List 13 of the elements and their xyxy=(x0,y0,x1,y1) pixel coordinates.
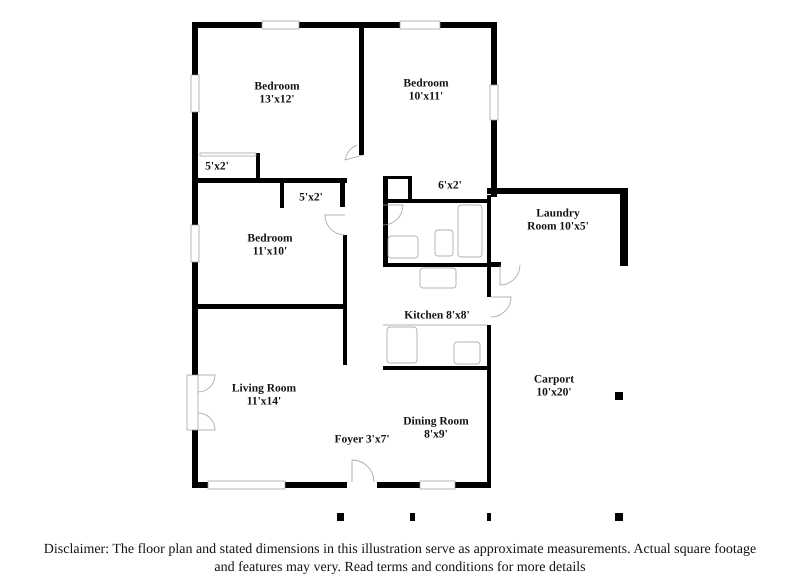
disclaimer-text: Disclaimer: The floor plan and stated dimensions in this illustration serve as approximate measurements. Actual square footage and features may very. Read terms and conditions for more details xyxy=(42,541,758,578)
room-label: Foyer 3'x7' xyxy=(333,434,391,446)
closet-label: 5'x2' xyxy=(298,192,324,204)
room-label: Living Room 11'x14' xyxy=(230,382,298,408)
room-label: Bedroom 10'x11' xyxy=(402,77,450,103)
room-label: Bedroom 11'x10' xyxy=(246,232,294,258)
room-label: Carport 10'x20' xyxy=(532,373,576,399)
closet-label: 5'x2' xyxy=(204,160,230,174)
room-label: Bedroom 13'x12' xyxy=(253,80,301,106)
room-label: Kitchen 8'x8' xyxy=(403,310,471,322)
room-label: Dining Room 8'x9' xyxy=(402,415,470,441)
closet-label: 6'x2' xyxy=(437,180,463,192)
room-label: Laundry Room 10'x5' xyxy=(526,207,590,233)
